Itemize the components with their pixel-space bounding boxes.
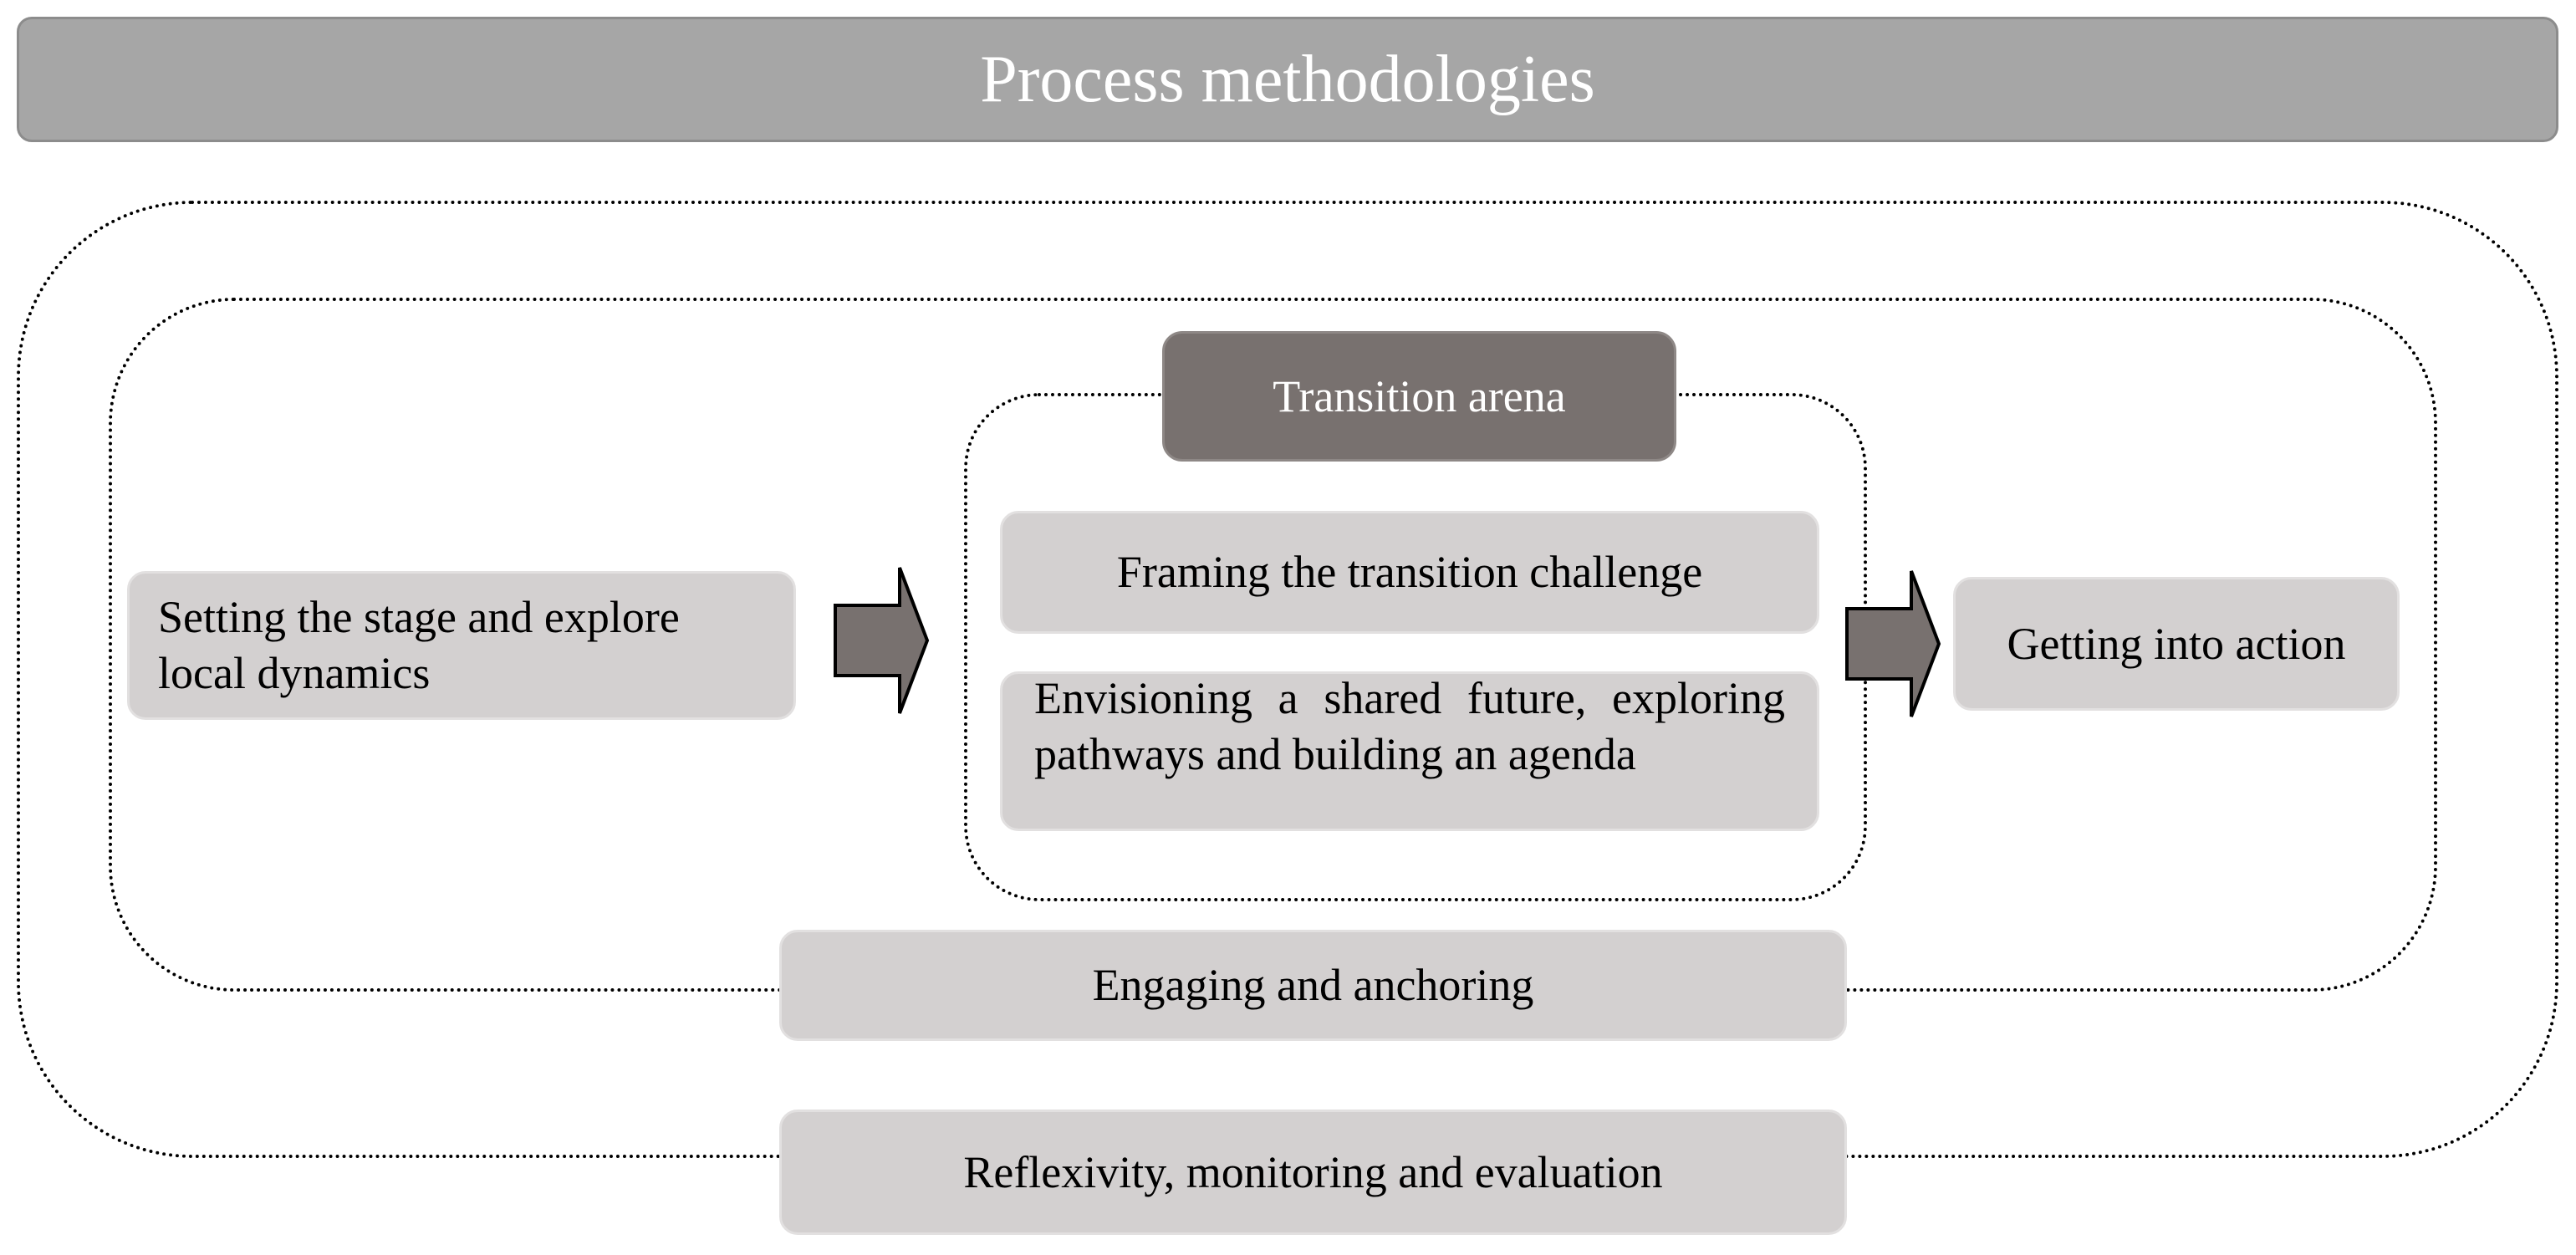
diagram-title: Process methodologies	[17, 17, 2558, 142]
reflexivity-box: Reflexivity, monitoring and evaluation	[779, 1110, 1847, 1235]
envisioning-label: Envisioning a shared future, exploring p…	[1034, 673, 1785, 779]
engaging-box: Engaging and anchoring	[779, 930, 1847, 1041]
right-arrow-icon	[834, 567, 930, 714]
setting-stage-label: Setting the stage and explore local dyna…	[158, 592, 680, 698]
envisioning-box: Envisioning a shared future, exploring p…	[1000, 671, 1819, 831]
right-arrow-icon	[1845, 570, 1941, 717]
getting-into-action-label: Getting into action	[2007, 618, 2346, 669]
engaging-label: Engaging and anchoring	[1092, 960, 1534, 1011]
reflexivity-label: Reflexivity, monitoring and evaluation	[963, 1146, 1663, 1197]
framing-box: Framing the transition challenge	[1000, 511, 1819, 634]
getting-into-action-box: Getting into action	[1953, 577, 2400, 711]
transition-arena-label: Transition arena	[1162, 331, 1676, 462]
framing-label: Framing the transition challenge	[1116, 547, 1703, 598]
setting-stage-box: Setting the stage and explore local dyna…	[127, 571, 796, 720]
